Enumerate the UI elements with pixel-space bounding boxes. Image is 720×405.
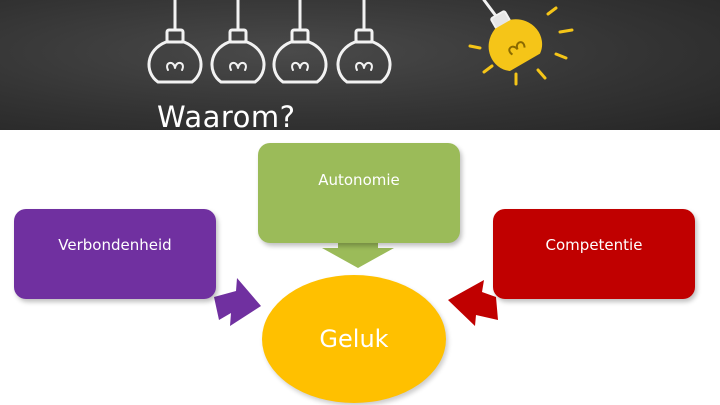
node-competentie: Competentie xyxy=(493,209,695,299)
motivation-diagram: Autonomie Verbondenheid Competentie Gelu… xyxy=(0,130,720,405)
node-geluk-label: Geluk xyxy=(319,325,389,353)
bulb-3-icon xyxy=(272,0,328,84)
node-autonomie: Autonomie xyxy=(258,143,460,243)
arrow-verbondenheid-to-geluk xyxy=(214,278,261,326)
node-verbondenheid-label: Verbondenheid xyxy=(58,236,172,254)
page-title: Waarom? xyxy=(157,100,296,130)
bulb-2-icon xyxy=(210,0,266,84)
bulb-4-icon xyxy=(336,0,392,84)
node-autonomie-label: Autonomie xyxy=(318,171,400,189)
lightbulbs-illustration xyxy=(147,0,574,86)
bulb-1-icon xyxy=(147,0,203,84)
arrow-competentie-to-geluk xyxy=(448,280,498,326)
node-verbondenheid: Verbondenheid xyxy=(14,209,216,299)
header-banner: Waarom? xyxy=(0,0,720,130)
bulb-lit-icon xyxy=(468,0,574,86)
node-competentie-label: Competentie xyxy=(545,236,643,254)
node-geluk: Geluk xyxy=(262,275,446,403)
